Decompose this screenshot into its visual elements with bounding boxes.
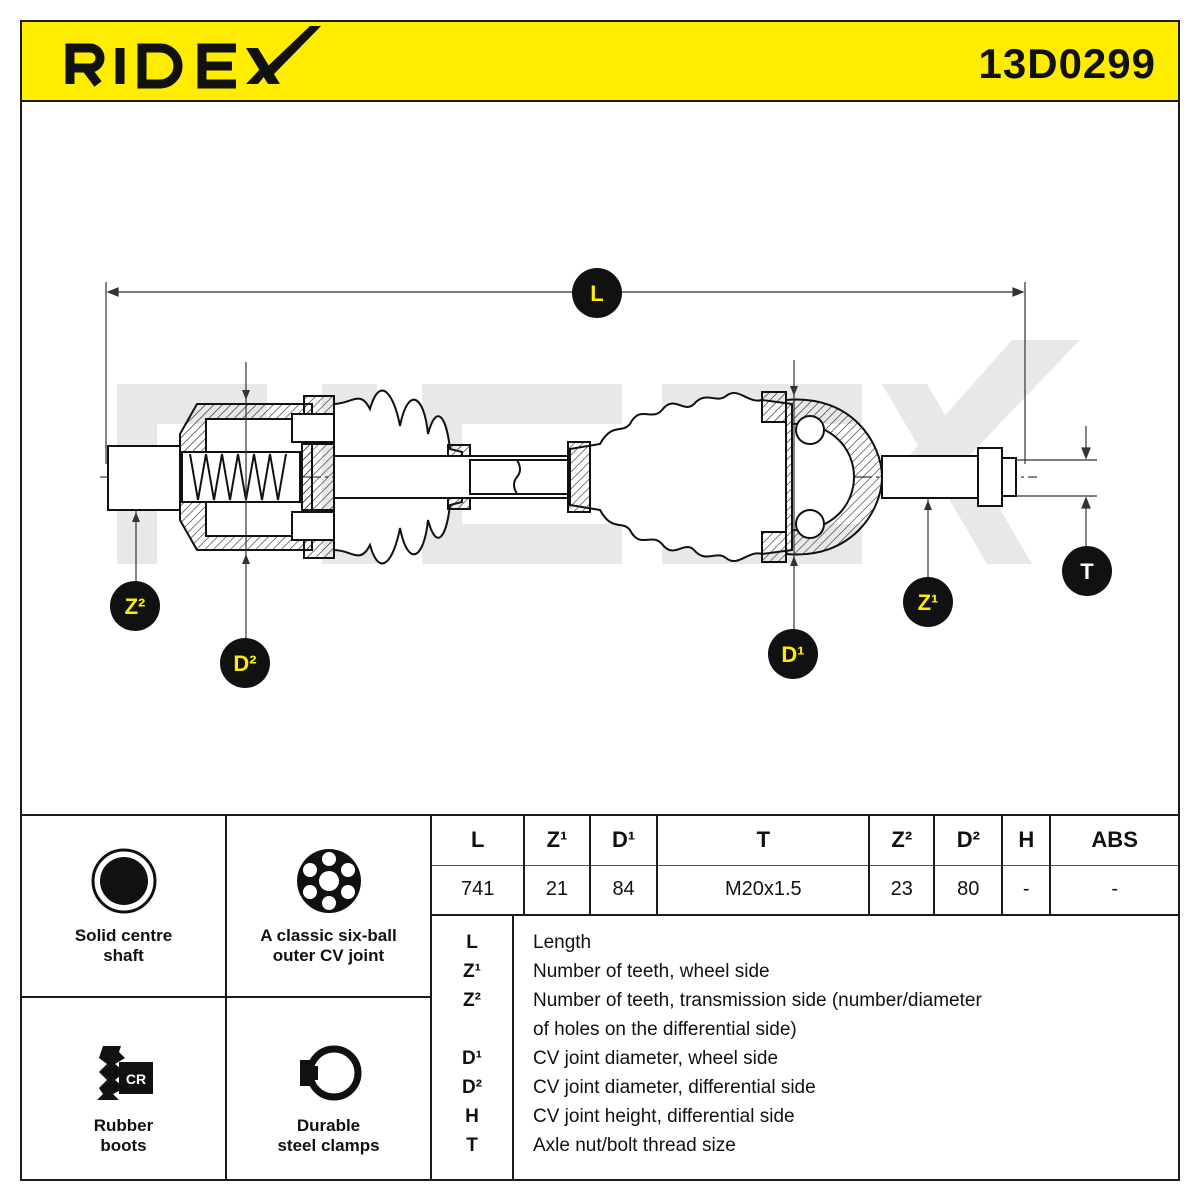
solid-centre-shaft-icon: [91, 848, 156, 914]
feature-label-line1: Rubber: [93, 1116, 154, 1135]
legend-row: of holes on the differential side): [432, 1015, 1178, 1044]
label-D1: D¹: [781, 642, 804, 667]
spring: [189, 453, 287, 501]
spec-value-cell: 23: [869, 865, 936, 916]
legend-row: T Axle nut/bolt thread size: [432, 1131, 1178, 1160]
spec-header-cell: T: [657, 815, 871, 866]
legend-row: L Length: [432, 928, 1178, 957]
spec-value-cell: -: [1050, 865, 1178, 916]
legend-symbol: H: [465, 1106, 479, 1127]
legend-text: of holes on the differential side): [533, 1019, 797, 1040]
spec-header-cell: D²: [934, 815, 1004, 866]
legend-divider: [512, 914, 514, 1179]
legend: L Length Z¹ Number of teeth, wheel side …: [432, 914, 1178, 1179]
label-D2: D²: [233, 651, 256, 676]
spec-value-cell: 741: [432, 865, 526, 916]
feature-six-ball-joint: A classic six-ball outer CV joint: [227, 816, 430, 998]
spec-header-cell: H: [1002, 815, 1052, 866]
label-L: L: [590, 281, 603, 306]
legend-text: Number of teeth, transmission side (numb…: [533, 990, 982, 1011]
product-sheet: 13D0299: [20, 20, 1180, 1181]
legend-row: Z¹ Number of teeth, wheel side: [432, 957, 1178, 986]
feature-label-line1: Solid centre: [74, 926, 173, 945]
feature-label-line2: boots: [100, 1136, 147, 1155]
spec-value-cell: M20x1.5: [657, 865, 871, 916]
legend-symbol: L: [466, 932, 478, 953]
features-grid: Solid centre shaft A classic six-ball ou…: [22, 814, 432, 1181]
rubber-boot-cr-icon: CR: [96, 1046, 153, 1100]
legend-row: D¹ CV joint diameter, wheel side: [432, 1044, 1178, 1073]
drive-shaft-drawing: L Z² D² D¹ Z¹ T: [100, 268, 1112, 688]
feature-solid-shaft: Solid centre shaft: [22, 816, 227, 998]
header-bar: 13D0299: [22, 22, 1178, 102]
spec-value-cell: 21: [524, 865, 591, 916]
label-Z2: Z²: [125, 594, 146, 619]
feature-label-line2: shaft: [103, 946, 144, 965]
legend-row: Z² Number of teeth, transmission side (n…: [432, 986, 1178, 1015]
spec-table: L Z¹ D¹ T Z² D² H ABS 741 21 84 M20x1.5 …: [432, 814, 1178, 916]
legend-text: Length: [533, 932, 592, 953]
spec-value-cell: 80: [934, 865, 1004, 916]
label-Z1: Z¹: [918, 590, 939, 615]
feature-label-line2: outer CV joint: [272, 946, 385, 965]
legend-row: D² CV joint diameter, differential side: [432, 1073, 1178, 1102]
feature-label-line2: steel clamps: [277, 1136, 380, 1155]
legend-row: H CV joint height, differential side: [432, 1102, 1178, 1131]
legend-symbol: Z¹: [463, 961, 481, 982]
steel-clamp-icon: [299, 1045, 361, 1101]
feature-label-line1: A classic six-ball: [260, 926, 397, 945]
ridex-logo: [65, 26, 321, 89]
legend-symbol: T: [466, 1135, 478, 1156]
spec-header-cell: D¹: [589, 815, 659, 866]
legend-text: Axle nut/bolt thread size: [533, 1135, 736, 1156]
cr-text: CR: [125, 1071, 145, 1087]
feature-label-line1: Durable: [296, 1116, 361, 1135]
legend-text: Number of teeth, wheel side: [533, 961, 770, 982]
legend-symbol: D¹: [461, 1048, 483, 1069]
spec-header-cell: ABS: [1050, 815, 1178, 866]
spec-value-row: 741 21 84 M20x1.5 23 80 - -: [432, 865, 1178, 916]
legend-text: CV joint diameter, differential side: [533, 1077, 816, 1098]
legend-text: CV joint height, differential side: [533, 1106, 795, 1127]
spec-value-cell: -: [1002, 865, 1052, 916]
legend-text: CV joint diameter, wheel side: [533, 1048, 779, 1069]
feature-steel-clamps: Durable steel clamps: [227, 998, 430, 1181]
spec-header-cell: Z¹: [524, 815, 591, 866]
six-ball-cv-joint-icon: [296, 849, 361, 913]
part-number: 13D0299: [978, 40, 1156, 87]
label-T: T: [1080, 559, 1094, 584]
legend-symbol: D²: [461, 1077, 483, 1098]
spec-header-row: L Z¹ D¹ T Z² D² H ABS: [432, 815, 1178, 866]
spec-header-cell: Z²: [869, 815, 936, 866]
legend-symbol: Z²: [463, 990, 481, 1011]
spec-header-cell: L: [432, 815, 526, 866]
feature-rubber-boots: CR Rubber boots: [22, 998, 227, 1181]
spec-value-cell: 84: [589, 865, 659, 916]
